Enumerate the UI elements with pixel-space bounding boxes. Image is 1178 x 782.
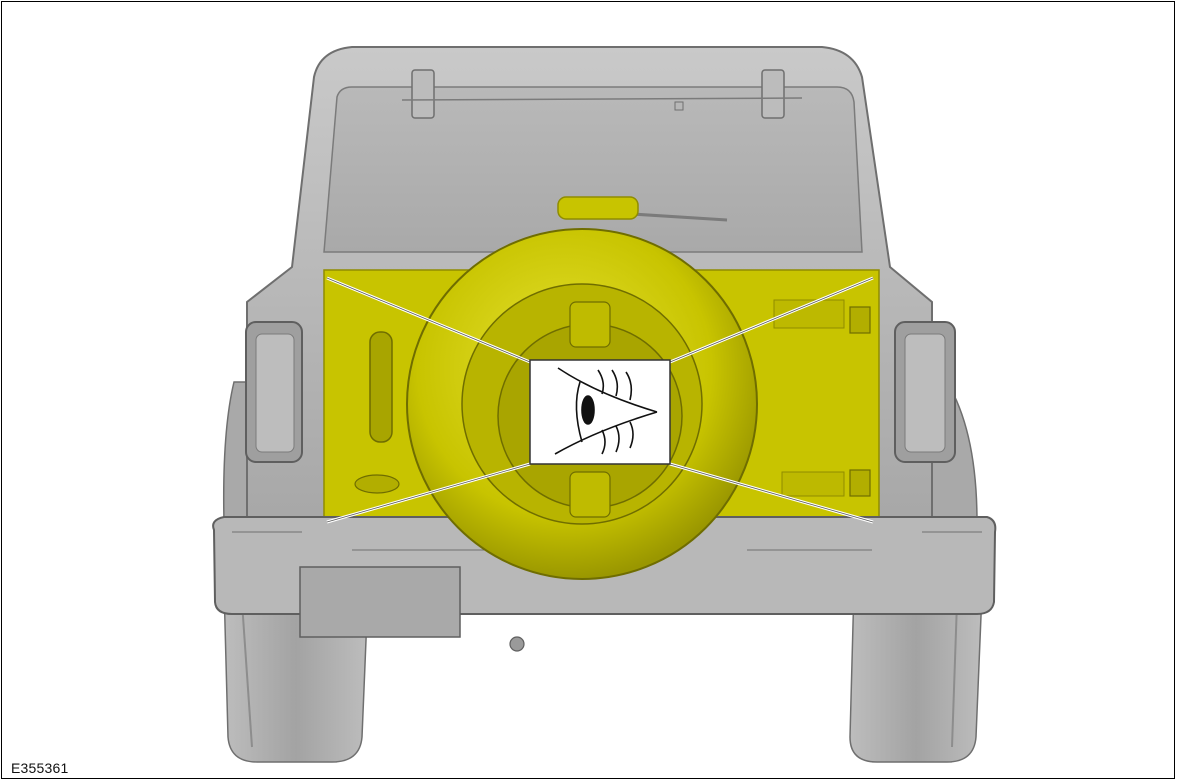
tailgate-hinge-upper	[849, 306, 871, 334]
rear-window	[323, 86, 863, 253]
view-indicator-box	[529, 359, 671, 465]
tail-light-right	[894, 321, 956, 463]
rear-wiper	[631, 212, 728, 222]
eye-icon	[554, 367, 658, 455]
third-brake-light	[557, 196, 639, 220]
hinge-right	[761, 69, 785, 119]
tailgate-handle	[369, 331, 393, 443]
hinge-left	[411, 69, 435, 119]
tailgate-hinge-lower	[849, 469, 871, 497]
figure-id: E355361	[11, 760, 69, 776]
license-plate-area	[299, 566, 461, 638]
tow-hitch	[509, 636, 525, 652]
tail-light-left	[245, 321, 303, 463]
